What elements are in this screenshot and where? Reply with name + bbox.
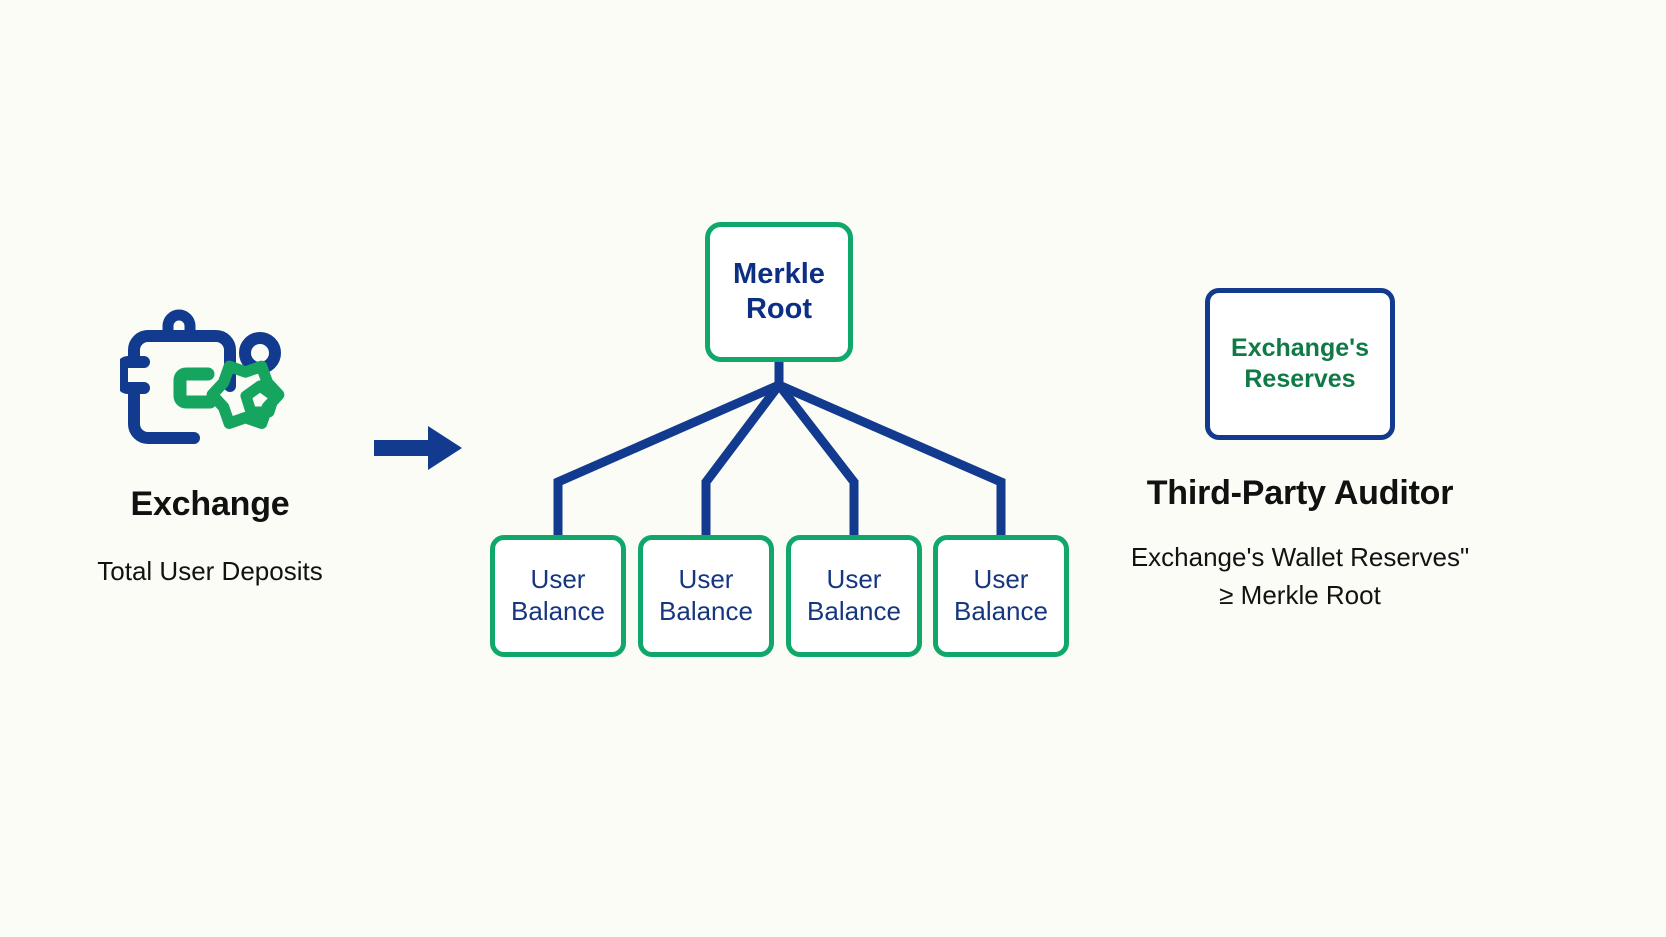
exchange-wallet-icon [60,300,360,465]
exchange-subtitle: Total User Deposits [97,556,323,586]
auditor-caption-line1: Exchange's Wallet Reserves" [1130,542,1470,572]
user-balance-line2: Balance [807,596,901,626]
user-balance-label: User Balance [807,564,901,627]
user-balance-line2: Balance [954,596,1048,626]
auditor-title: Third-Party Auditor [1146,474,1454,512]
user-balance-node[interactable]: User Balance [933,535,1069,657]
user-balance-label: User Balance [954,564,1048,627]
exchange-reserves-line2: Reserves [1244,365,1356,393]
merkle-root-node[interactable]: Merkle Root [705,222,853,362]
tree-connector-lines [553,362,1006,535]
merkle-root-line1: Merkle [733,257,825,290]
right-arrow-icon [370,418,470,478]
user-balance-line1: User [678,564,734,595]
exchange-group: Exchange Total User Deposits [60,300,360,587]
user-balance-node[interactable]: User Balance [786,535,922,657]
merkle-root-label: Merkle Root [733,257,825,328]
exchange-reserves-line1: Exchange's [1231,333,1369,362]
user-balance-label: User Balance [659,564,753,627]
auditor-caption: Exchange's Wallet Reserves" ≥ Merkle Roo… [1075,539,1525,614]
exchange-reserves-node[interactable]: Exchange's Reserves [1205,288,1395,440]
exchange-reserves-label: Exchange's Reserves [1231,333,1369,396]
auditor-group: Exchange's Reserves Third-Party Auditor … [1075,288,1525,614]
merkle-root-line2: Root [745,293,812,325]
auditor-caption-line2: ≥ Merkle Root [1219,579,1381,610]
user-balance-line2: Balance [659,596,753,626]
user-balance-node[interactable]: User Balance [490,535,626,657]
user-balance-line1: User [973,564,1029,595]
user-balance-node[interactable]: User Balance [638,535,774,657]
merkle-tree-group: Merkle Root User Balance User Balance Us… [480,210,1080,680]
user-balance-line1: User [530,564,586,595]
user-balance-label: User Balance [511,564,605,627]
user-balance-line2: Balance [511,596,605,626]
user-balance-line1: User [826,564,882,595]
exchange-title: Exchange [130,485,290,523]
